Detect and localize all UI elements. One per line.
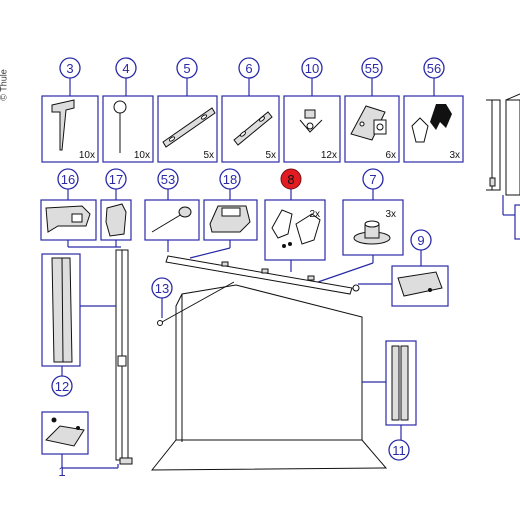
short-strap-icon [233, 111, 273, 146]
box-56[interactable]: 56 3x [403, 57, 464, 163]
clip-icon [411, 104, 452, 143]
part-11[interactable]: 11 [362, 340, 417, 461]
box-55[interactable]: 55 6x [344, 57, 400, 163]
box-5[interactable]: 5 5x [157, 57, 218, 163]
box-3[interactable]: 3 10x [41, 57, 99, 163]
callout-53: 53 [161, 172, 175, 187]
callout-9: 9 [417, 233, 424, 248]
qty-7: 3x [385, 209, 396, 220]
box-6[interactable]: 6 5x [221, 57, 280, 163]
part-9[interactable]: 9 [358, 229, 449, 307]
callout-55: 55 [365, 61, 379, 76]
part-12[interactable]: 12 [41, 253, 116, 397]
callout-7: 7 [369, 172, 376, 187]
part-16[interactable]: 16 [40, 168, 121, 248]
callout-3: 3 [66, 61, 73, 76]
callout-11: 11 [392, 443, 406, 458]
long-strap-icon [162, 107, 216, 148]
part-7[interactable]: 7 3x [317, 168, 404, 283]
qty-10: 12x [321, 150, 337, 161]
callout-56: 56 [427, 61, 441, 76]
left-pole [115, 249, 133, 465]
part-17[interactable]: 17 [100, 168, 132, 247]
part-13[interactable]: 13 [151, 277, 235, 326]
roller-bar [165, 255, 360, 295]
qty-56: 3x [449, 150, 460, 161]
part-53[interactable]: 53 [144, 168, 200, 252]
callout-12: 12 [55, 379, 69, 394]
qty-4: 10x [134, 150, 150, 161]
ring-peg-icon [113, 100, 127, 153]
callout-17: 17 [109, 172, 123, 187]
callout-8-highlighted: 8 [287, 172, 294, 187]
peg-icon [51, 99, 75, 151]
callout-13: 13 [155, 281, 169, 296]
part-8[interactable]: 8 2x [264, 168, 326, 272]
side-detail-drawing [486, 93, 520, 240]
callout-5: 5 [183, 61, 190, 76]
awning-frame [150, 284, 388, 471]
box-4[interactable]: 4 10x [102, 57, 154, 163]
qty-6: 5x [265, 150, 276, 161]
callout-10: 10 [305, 61, 319, 76]
hook-icon [299, 109, 323, 133]
callout-4: 4 [122, 61, 129, 76]
box-10[interactable]: 10 12x [283, 57, 341, 163]
qty-5: 5x [203, 150, 214, 161]
callout-1: 1 [58, 464, 65, 479]
callout-16: 16 [61, 172, 75, 187]
qty-3: 10x [79, 150, 95, 161]
part-18[interactable]: 18 [189, 168, 258, 259]
part-1[interactable]: 1 [41, 411, 119, 479]
bracket-icon [350, 105, 387, 141]
qty-8: 2x [309, 209, 320, 220]
callout-6: 6 [245, 61, 252, 76]
callout-18: 18 [223, 172, 237, 187]
qty-55: 6x [385, 150, 396, 161]
